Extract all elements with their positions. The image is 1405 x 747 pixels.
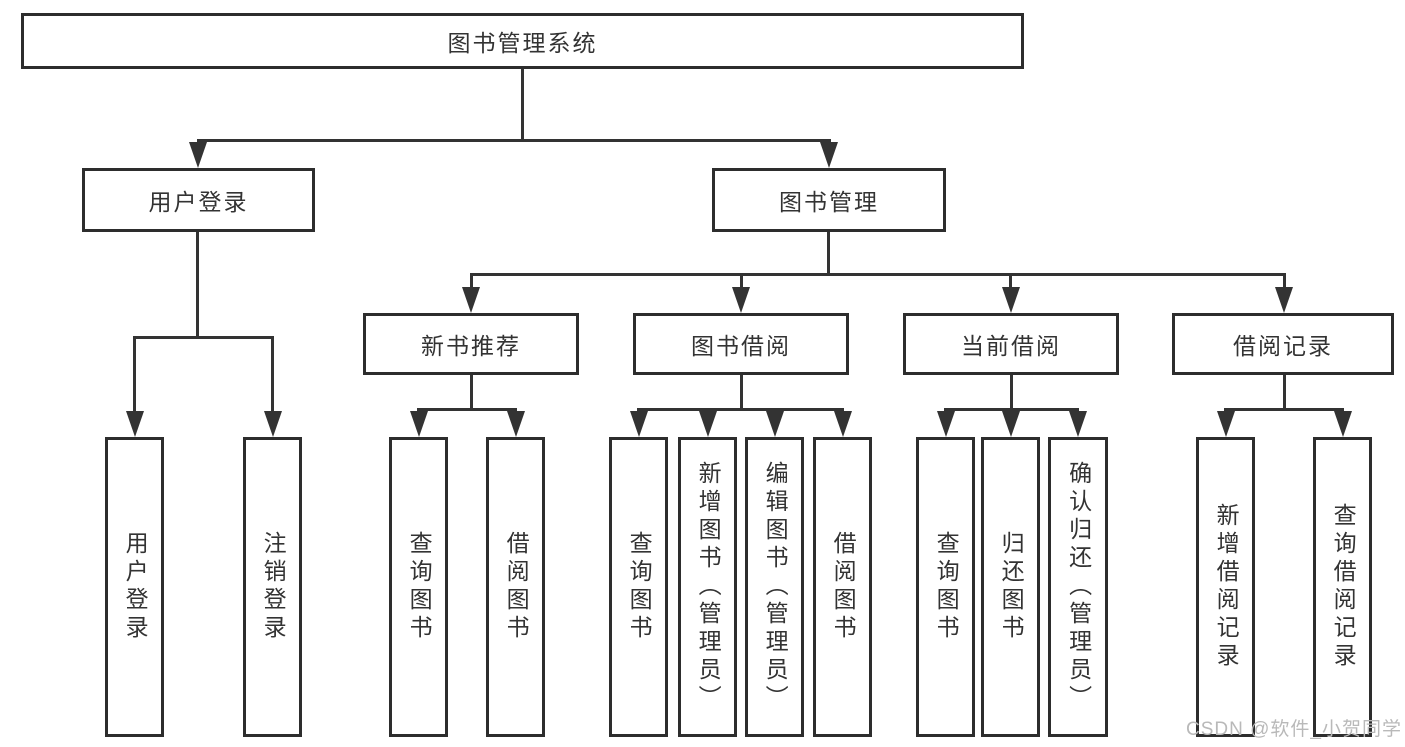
arrowhead-down-icon — [1334, 411, 1352, 437]
arrowhead-down-icon — [630, 411, 648, 437]
node-search-books-borrowing: 查询图书 — [609, 437, 668, 737]
connector-line — [271, 336, 274, 413]
arrowhead-down-icon — [1002, 287, 1020, 313]
node-label: 查询图书 — [626, 531, 653, 643]
node-borrow-books-borrowing: 借阅图书 — [813, 437, 872, 737]
arrowhead-down-icon — [834, 411, 852, 437]
connector-line — [1010, 374, 1013, 408]
connector-line — [197, 139, 831, 142]
connector-line — [196, 232, 199, 336]
node-label: 借阅图书 — [830, 531, 857, 643]
node-new-book-recommendation: 新书推荐 — [363, 313, 579, 375]
connector-line — [637, 408, 844, 411]
connector-line — [521, 69, 524, 139]
arrowhead-down-icon — [820, 142, 838, 168]
node-library-system: 图书管理系统 — [21, 13, 1024, 69]
connector-line — [1283, 273, 1286, 289]
connector-line — [417, 408, 517, 411]
arrowhead-down-icon — [1002, 411, 1020, 437]
node-label: 注销登录 — [260, 531, 287, 643]
arrowhead-down-icon — [699, 411, 717, 437]
node-label: 借阅图书 — [503, 531, 530, 643]
connector-line — [470, 374, 473, 408]
connector-line — [133, 336, 274, 339]
node-confirm-return-admin: 确认归还（管理员） — [1048, 437, 1108, 737]
node-label: 归还图书 — [998, 531, 1025, 643]
arrowhead-down-icon — [189, 142, 207, 168]
node-search-books-recommend: 查询图书 — [389, 437, 448, 737]
node-label: 确认归还（管理员） — [1065, 461, 1092, 713]
node-label: 新增借阅记录 — [1213, 503, 1240, 671]
connector-line — [1009, 273, 1012, 289]
arrowhead-down-icon — [766, 411, 784, 437]
node-label: 当前借阅 — [961, 333, 1061, 359]
node-login: 用户登录 — [105, 437, 164, 737]
node-edit-books-admin: 编辑图书（管理员） — [745, 437, 804, 737]
node-label: 查询图书 — [406, 531, 433, 643]
node-label: 用户登录 — [148, 189, 249, 215]
arrowhead-down-icon — [937, 411, 955, 437]
arrowhead-down-icon — [264, 411, 282, 437]
node-label: 编辑图书（管理员） — [762, 461, 789, 713]
node-label: 图书借阅 — [691, 333, 791, 359]
connector-line — [133, 336, 136, 413]
node-current-borrowing: 当前借阅 — [903, 313, 1119, 375]
node-label: 用户登录 — [122, 531, 149, 643]
node-search-borrow-record: 查询借阅记录 — [1313, 437, 1372, 737]
arrowhead-down-icon — [1275, 287, 1293, 313]
arrowhead-down-icon — [410, 411, 428, 437]
arrowhead-down-icon — [462, 287, 480, 313]
node-return-books: 归还图书 — [981, 437, 1040, 737]
watermark: CSDN @软件_小贺同学 — [1186, 719, 1402, 740]
node-borrow-books-recommend: 借阅图书 — [486, 437, 545, 737]
arrowhead-down-icon — [1217, 411, 1235, 437]
node-label: 图书管理系统 — [447, 30, 598, 56]
node-add-books-admin: 新增图书（管理员） — [678, 437, 737, 737]
node-label: 借阅记录 — [1233, 333, 1333, 359]
node-label: 查询借阅记录 — [1330, 503, 1357, 671]
node-search-books-current: 查询图书 — [916, 437, 975, 737]
arrowhead-down-icon — [507, 411, 525, 437]
node-label: 新书推荐 — [421, 333, 521, 359]
arrowhead-down-icon — [126, 411, 144, 437]
connector-line — [1283, 374, 1286, 408]
node-logout: 注销登录 — [243, 437, 302, 737]
node-borrowing-records: 借阅记录 — [1172, 313, 1394, 375]
connector-line — [944, 408, 1079, 411]
node-book-borrowing: 图书借阅 — [633, 313, 849, 375]
node-add-borrow-record: 新增借阅记录 — [1196, 437, 1255, 737]
connector-line — [740, 273, 743, 289]
arrowhead-down-icon — [1069, 411, 1087, 437]
connector-line — [470, 273, 473, 289]
connector-line — [470, 273, 1286, 276]
node-label: 查询图书 — [933, 531, 960, 643]
connector-line — [827, 232, 830, 273]
connector-line — [1224, 408, 1344, 411]
node-label: 图书管理 — [779, 189, 879, 215]
arrowhead-down-icon — [732, 287, 750, 313]
connector-line — [740, 374, 743, 408]
node-label: 新增图书（管理员） — [695, 461, 722, 713]
node-book-management: 图书管理 — [712, 168, 946, 232]
node-user-login: 用户登录 — [82, 168, 315, 232]
